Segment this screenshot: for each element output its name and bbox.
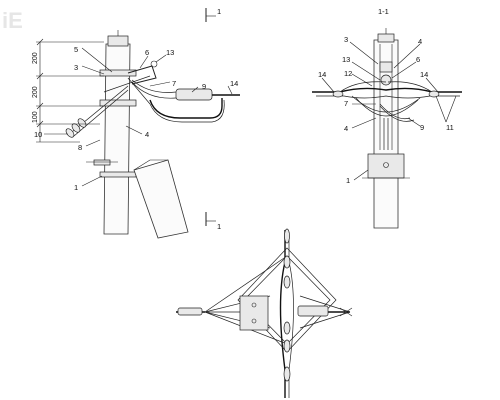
front-view-labels: 5 3 6 13 7 9 14 10 8 4 1 [34, 45, 238, 192]
dimension-label: 200 [32, 52, 39, 64]
clamp-ring [380, 74, 392, 86]
label: 14 [230, 79, 238, 88]
label: 13 [166, 48, 174, 57]
label: 10 [34, 130, 42, 139]
dimension-chain: 200 200 100 [32, 38, 104, 143]
tensioner [297, 305, 329, 317]
label: 9 [420, 123, 424, 132]
label: 14 [420, 70, 428, 79]
label: 13 [342, 55, 350, 64]
section-marker-top: 1 [205, 7, 221, 22]
svg-text:1: 1 [217, 7, 221, 16]
label: 6 [145, 48, 149, 57]
plan-view [176, 228, 353, 398]
label: 1 [74, 183, 78, 192]
middle-clamp [99, 99, 137, 107]
upper-clamp [99, 69, 137, 77]
label: 12 [344, 69, 352, 78]
section-marker-bottom: 1 [205, 212, 221, 231]
dimension-label: 200 [32, 86, 39, 98]
lower-bracket [367, 153, 405, 179]
pole-cap [107, 35, 129, 47]
label: 1 [346, 176, 350, 185]
lower-clamp [99, 171, 137, 178]
label: 4 [418, 37, 422, 46]
label: 11 [446, 123, 454, 132]
label: 3 [344, 35, 348, 44]
label: 4 [145, 130, 149, 139]
mounting-plate [239, 295, 269, 331]
label: 7 [344, 99, 348, 108]
bracket [127, 65, 157, 85]
label: 9 [202, 82, 206, 91]
label: 6 [416, 55, 420, 64]
main-cable [312, 87, 462, 93]
cable-loop [149, 98, 223, 119]
label: 3 [74, 63, 78, 72]
section-view-labels: 3 4 13 6 14 12 14 7 4 9 11 1 [318, 35, 454, 185]
watermark-logo: iE [2, 8, 23, 33]
label: 8 [78, 143, 82, 152]
section-view: 1-1 [312, 7, 462, 229]
front-view: 200 200 100 1 1 [32, 7, 240, 239]
label: 7 [172, 79, 176, 88]
label: 5 [74, 45, 78, 54]
insulator-string [65, 118, 87, 138]
svg-text:1: 1 [217, 222, 221, 231]
dimension-label: 100 [32, 111, 39, 123]
view-title: 1-1 [378, 7, 389, 16]
label: 4 [344, 124, 348, 133]
strut [133, 159, 189, 239]
label: 14 [318, 70, 326, 79]
